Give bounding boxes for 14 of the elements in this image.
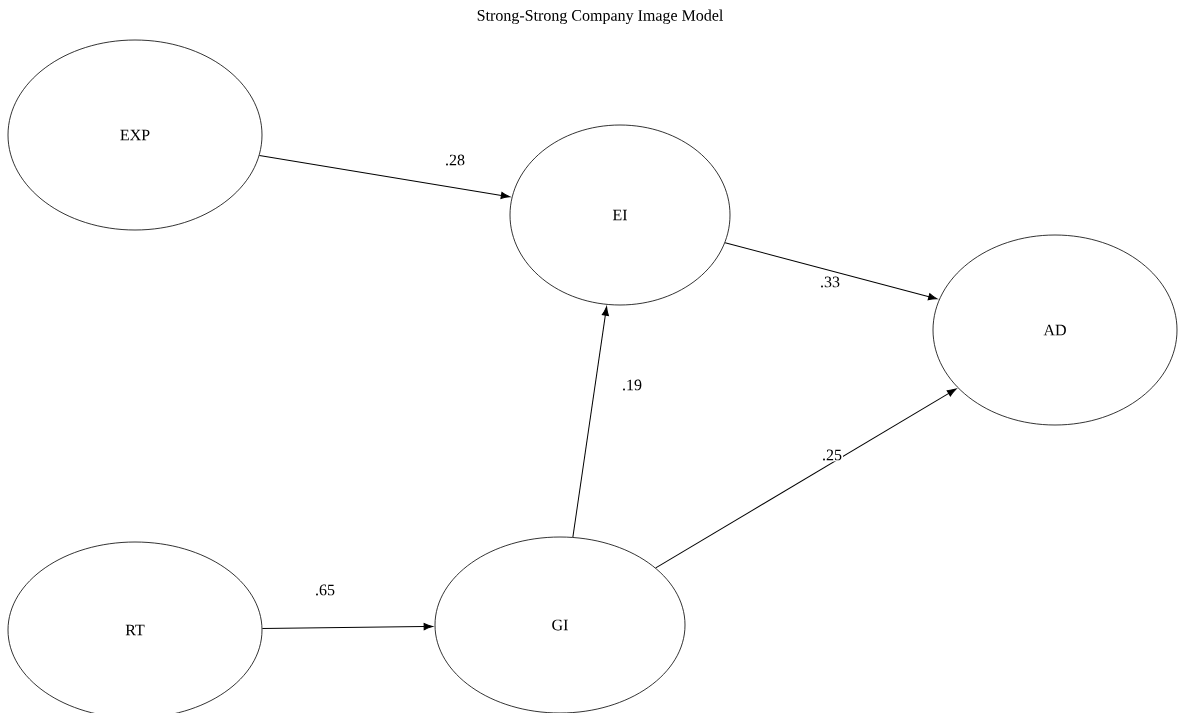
edge-label: .33 xyxy=(819,275,841,289)
ellipse-node: EI xyxy=(509,124,731,306)
edge-label: .28 xyxy=(444,153,466,167)
edge-label: .19 xyxy=(621,378,643,392)
arrow xyxy=(258,155,511,200)
arrow xyxy=(572,306,609,538)
arrow xyxy=(655,388,957,569)
edge-label: .25 xyxy=(821,448,843,462)
title: Strong-Strong Company Image Model xyxy=(477,9,723,25)
edge-label: .65 xyxy=(314,583,336,597)
ellipse-node: AD xyxy=(932,234,1178,426)
arrow xyxy=(261,622,433,631)
arrow xyxy=(724,242,938,301)
ellipse-node: EXP xyxy=(7,39,263,231)
